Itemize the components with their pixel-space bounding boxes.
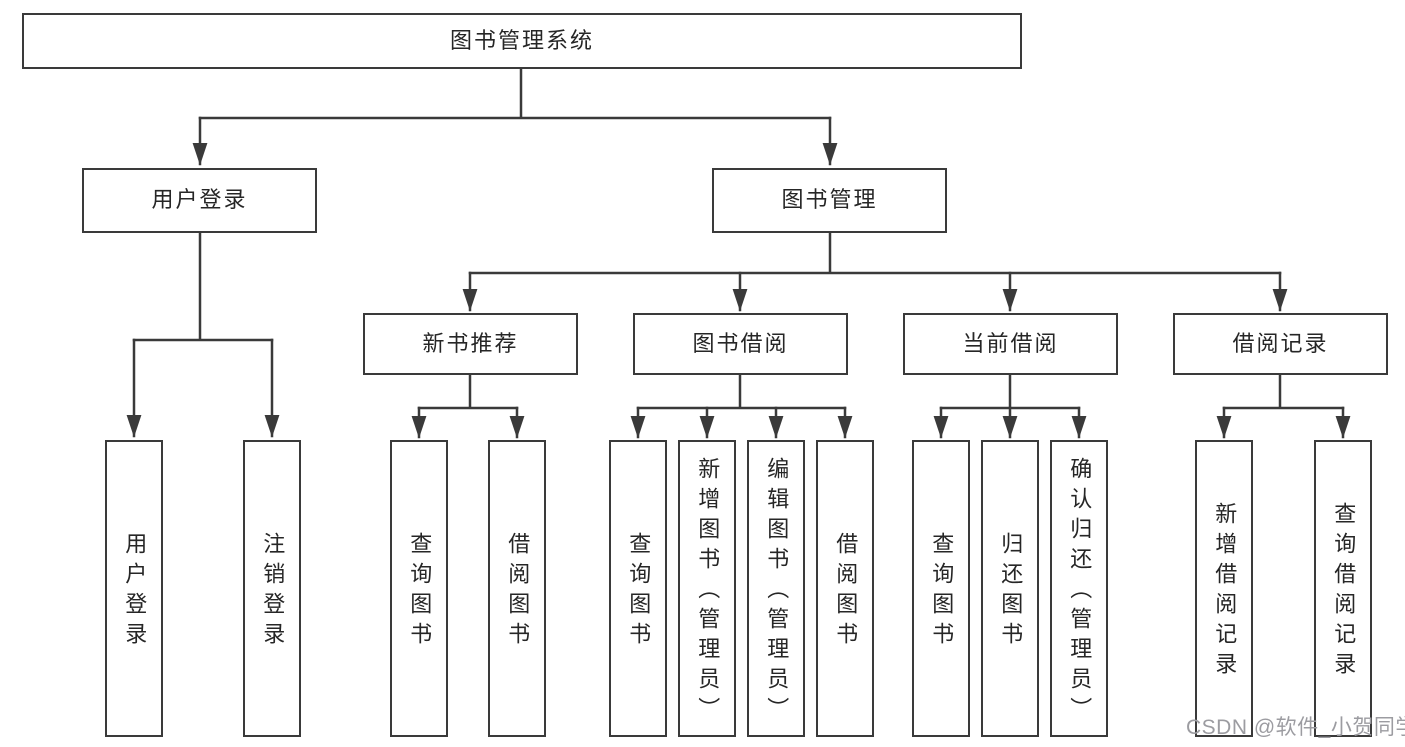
node-current-borrow: 当前借阅 xyxy=(903,313,1118,375)
node-query-book-recommend: 查询图书 xyxy=(390,440,448,737)
node-query-book-borrow: 查询图书 xyxy=(609,440,667,737)
node-add-book-admin: 新增图书（管理员） xyxy=(678,440,736,737)
node-book-borrow: 图书借阅 xyxy=(633,313,848,375)
node-book-management: 图书管理 xyxy=(712,168,947,233)
connector-new-book-recommend-children xyxy=(417,373,519,410)
connector-user-login-children xyxy=(132,231,274,342)
node-logout-item: 注销登录 xyxy=(243,440,301,737)
node-add-borrow-record: 新增借阅记录 xyxy=(1195,440,1253,737)
connector-current-borrow-children xyxy=(939,373,1081,410)
connector-borrow-records-children xyxy=(1222,373,1345,410)
node-query-book-current: 查询图书 xyxy=(912,440,970,737)
node-borrow-records: 借阅记录 xyxy=(1173,313,1388,375)
connector-book-borrow-children xyxy=(636,373,847,410)
node-confirm-return-admin: 确认归还（管理员） xyxy=(1050,440,1108,737)
node-user-login-item: 用户登录 xyxy=(105,440,163,737)
node-query-borrow-record: 查询借阅记录 xyxy=(1314,440,1372,737)
node-borrow-book-item: 借阅图书 xyxy=(816,440,874,737)
node-edit-book-admin: 编辑图书（管理员） xyxy=(747,440,805,737)
node-new-book-recommend: 新书推荐 xyxy=(363,313,578,375)
node-root: 图书管理系统 xyxy=(22,13,1022,69)
watermark: CSDN @软件_小贺同学 xyxy=(1186,716,1405,739)
node-borrow-book-recommend: 借阅图书 xyxy=(488,440,546,737)
node-user-login: 用户登录 xyxy=(82,168,317,233)
connector-root-level2 xyxy=(198,67,832,120)
node-return-book: 归还图书 xyxy=(981,440,1039,737)
connector-book-management-level3 xyxy=(468,231,1282,275)
